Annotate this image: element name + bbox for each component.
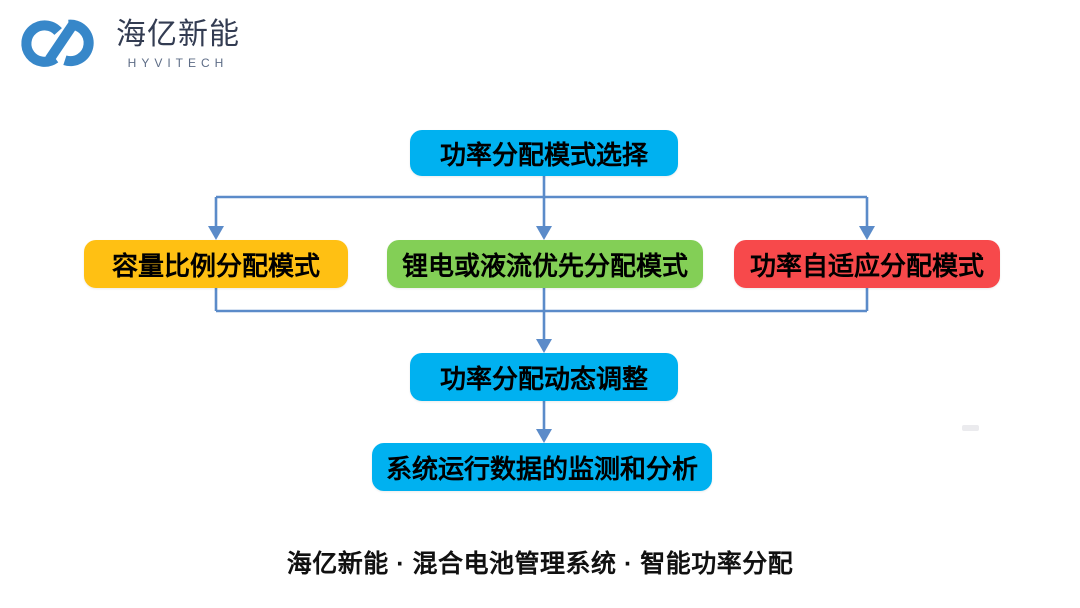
node-label: 功率分配模式选择 xyxy=(439,139,648,170)
interlocked-rings-bolt-icon xyxy=(21,19,94,67)
brand-text: 海亿新能 HYVITECH xyxy=(116,18,240,72)
node-capacity-ratio-mode: 容量比例分配模式 xyxy=(84,240,348,288)
faint-watermark-dash xyxy=(962,425,979,431)
node-label: 锂电或液流优先分配模式 xyxy=(401,250,688,281)
node-power-mode-select: 功率分配模式选择 xyxy=(410,130,678,176)
node-label: 系统运行数据的监测和分析 xyxy=(385,453,698,484)
brand-name-en: HYVITECH xyxy=(127,56,229,70)
brand-logo: 海亿新能 HYVITECH xyxy=(16,10,240,76)
node-adaptive-mode: 功率自适应分配模式 xyxy=(734,240,1000,288)
brand-name-cn: 海亿新能 xyxy=(116,18,240,51)
node-label: 容量比例分配模式 xyxy=(111,250,320,281)
slide-caption: 海亿新能 · 混合电池管理系统 · 智能功率分配 xyxy=(286,550,794,578)
node-label: 功率分配动态调整 xyxy=(439,363,648,394)
node-label: 功率自适应分配模式 xyxy=(749,250,984,281)
node-priority-mode: 锂电或液流优先分配模式 xyxy=(387,240,703,288)
node-dynamic-adjust: 功率分配动态调整 xyxy=(410,353,678,401)
node-monitor-analysis: 系统运行数据的监测和分析 xyxy=(372,443,712,491)
